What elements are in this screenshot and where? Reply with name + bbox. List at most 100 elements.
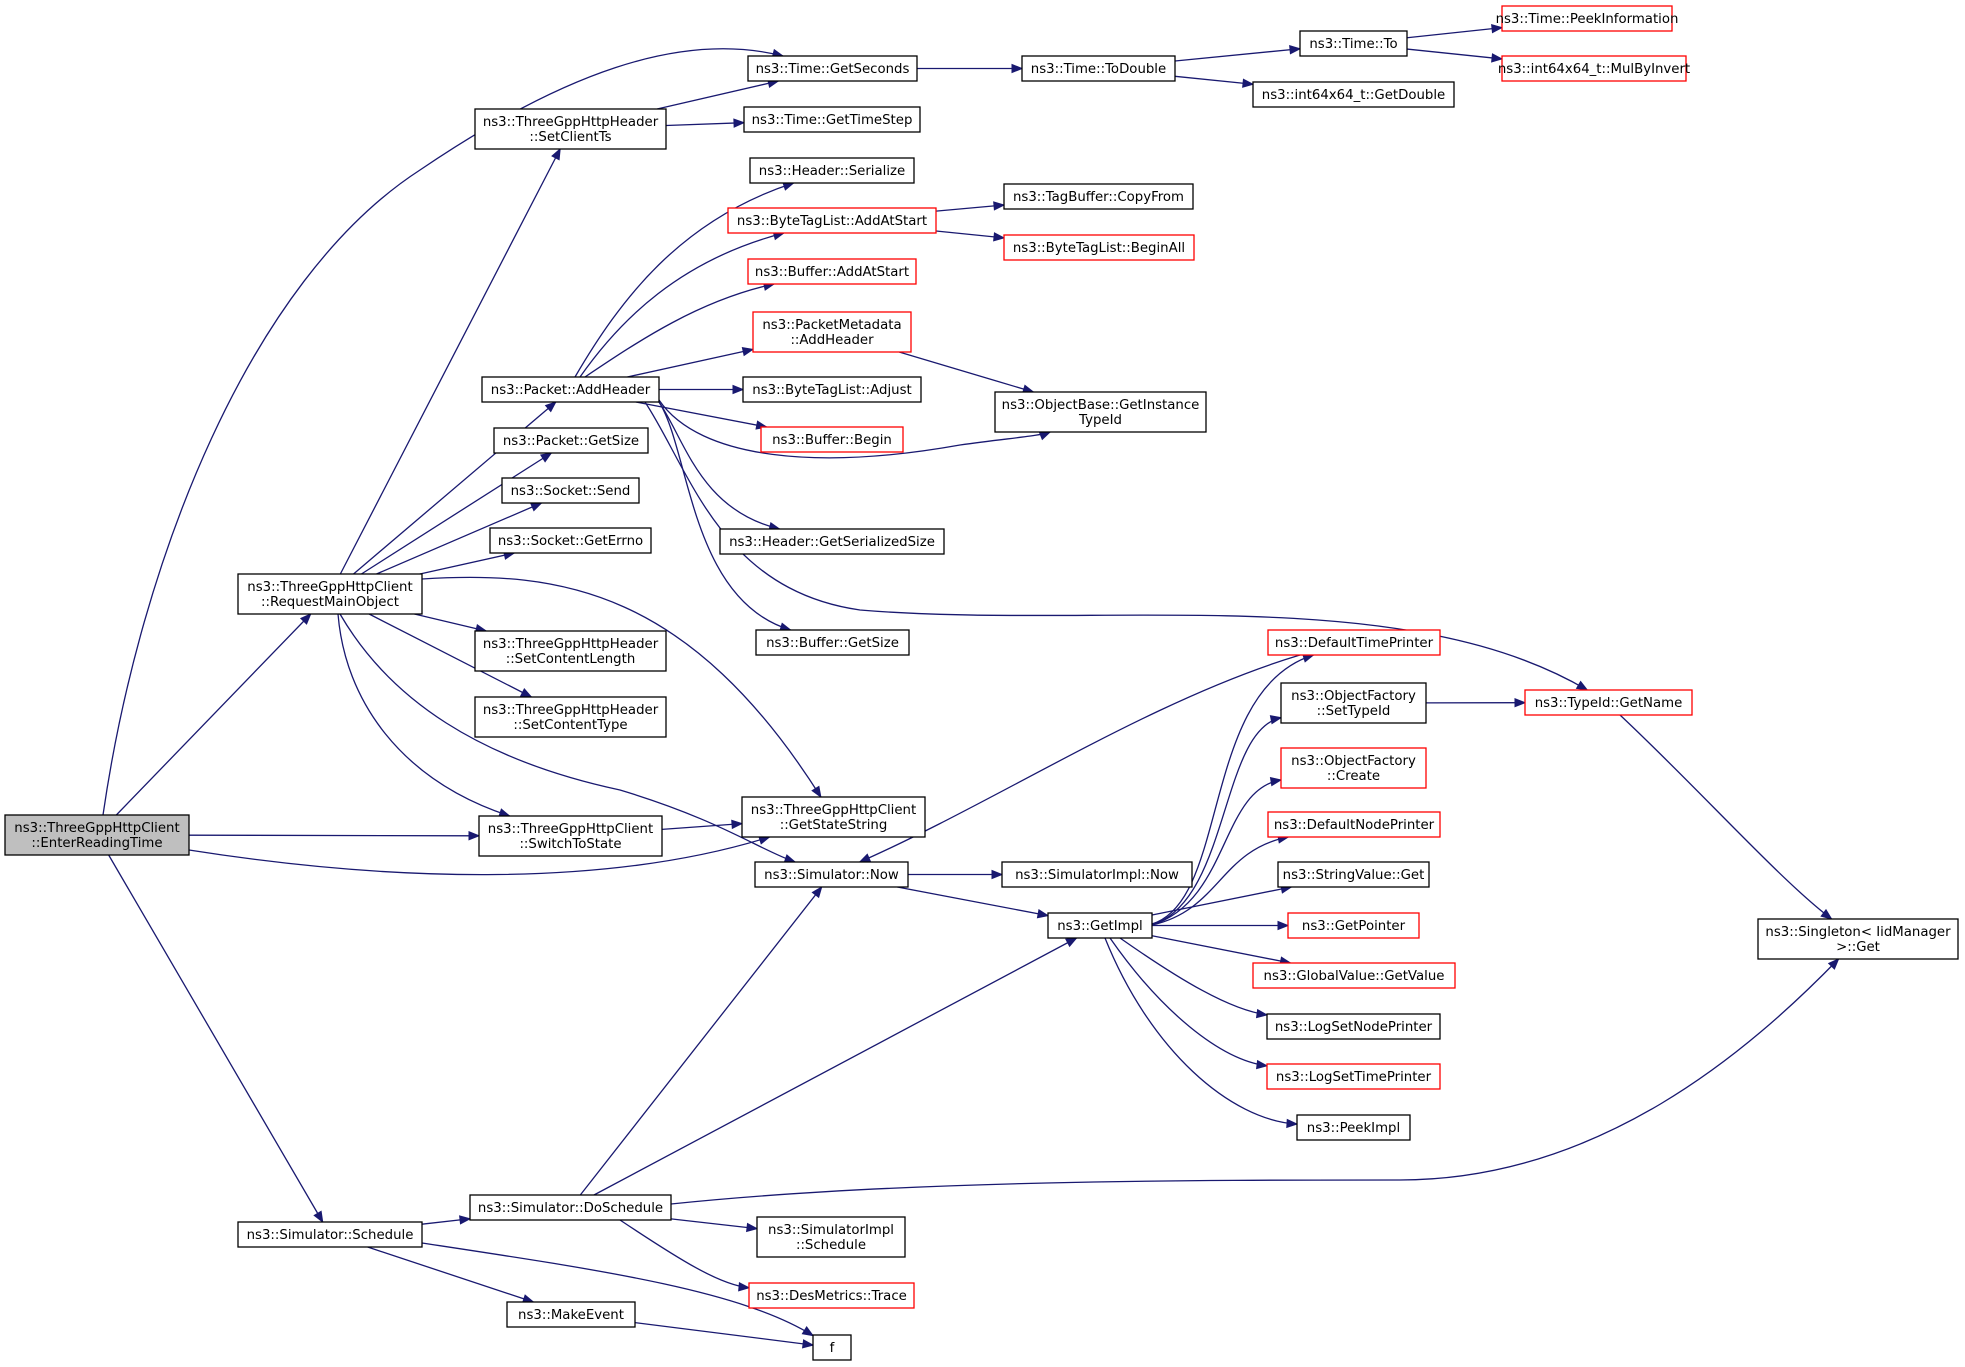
node-getstatestring[interactable]: ns3::ThreeGppHttpClient::GetStateString <box>741 796 926 838</box>
node-box[interactable] <box>481 376 660 403</box>
node-getpointer[interactable]: ns3::GetPointer <box>1287 912 1420 939</box>
node-globalvaluegetvalue[interactable]: ns3::GlobalValue::GetValue <box>1252 962 1456 989</box>
node-f[interactable]: f <box>812 1334 852 1361</box>
node-bytetaglistadjust[interactable]: ns3::ByteTagList::Adjust <box>742 376 922 403</box>
node-timeto[interactable]: ns3::Time::To <box>1299 30 1408 57</box>
node-box[interactable] <box>752 311 912 353</box>
node-box[interactable] <box>1524 689 1693 716</box>
node-buffergetsize[interactable]: ns3::Buffer::GetSize <box>755 629 910 656</box>
node-box[interactable] <box>1003 234 1195 261</box>
node-box[interactable] <box>994 391 1207 433</box>
node-bufferaddatstart[interactable]: ns3::Buffer::AddAtStart <box>747 258 917 285</box>
node-box[interactable] <box>237 573 423 615</box>
node-box[interactable] <box>478 815 663 857</box>
node-box[interactable] <box>747 258 917 285</box>
node-box[interactable] <box>756 1216 906 1258</box>
node-box[interactable] <box>1280 682 1427 724</box>
node-desmetricstrace[interactable]: ns3::DesMetrics::Trace <box>748 1282 915 1309</box>
node-box[interactable] <box>742 376 922 403</box>
node-box[interactable] <box>755 629 910 656</box>
node-typeidgetname[interactable]: ns3::TypeId::GetName <box>1524 689 1693 716</box>
node-box[interactable] <box>743 106 921 133</box>
node-box[interactable] <box>474 696 667 738</box>
node-box[interactable] <box>474 108 667 150</box>
node-logsettimeprinter[interactable]: ns3::LogSetTimePrinter <box>1266 1063 1441 1090</box>
node-box[interactable] <box>1266 1013 1441 1040</box>
node-todouble[interactable]: ns3::Time::ToDouble <box>1021 55 1176 82</box>
node-socketsend[interactable]: ns3::Socket::Send <box>501 477 640 504</box>
node-box[interactable] <box>1267 629 1441 656</box>
node-box[interactable] <box>1277 861 1430 888</box>
node-enterreadingtime[interactable]: ns3::ThreeGppHttpClient::EnterReadingTim… <box>4 814 190 856</box>
node-box[interactable] <box>1047 912 1153 939</box>
node-bytetaglistbeginall[interactable]: ns3::ByteTagList::BeginAll <box>1003 234 1195 261</box>
node-box[interactable] <box>506 1301 636 1328</box>
node-logsetnodeprinter[interactable]: ns3::LogSetNodePrinter <box>1266 1013 1441 1040</box>
node-box[interactable] <box>754 861 909 888</box>
node-peekinformation[interactable]: ns3::Time::PeekInformation <box>1496 5 1679 32</box>
node-box[interactable] <box>1021 55 1176 82</box>
node-box[interactable] <box>1252 962 1456 989</box>
node-getdouble[interactable]: ns3::int64x64_t::GetDouble <box>1252 81 1455 108</box>
node-objectfactorysettypeid[interactable]: ns3::ObjectFactory::SetTypeId <box>1280 682 1427 724</box>
node-setcontenttype[interactable]: ns3::ThreeGppHttpHeader::SetContentType <box>474 696 667 738</box>
node-peekimpl[interactable]: ns3::PeekImpl <box>1296 1114 1411 1141</box>
node-box[interactable] <box>1501 55 1687 82</box>
node-packetaddheader[interactable]: ns3::Packet::AddHeader <box>481 376 660 403</box>
node-box[interactable] <box>1003 183 1194 210</box>
node-requestmainobject[interactable]: ns3::ThreeGppHttpClient::RequestMainObje… <box>237 573 423 615</box>
node-box[interactable] <box>760 426 904 453</box>
node-box[interactable] <box>493 427 649 454</box>
node-getseconds[interactable]: ns3::Time::GetSeconds <box>747 55 918 82</box>
node-mulbyinvert[interactable]: ns3::int64x64_t::MulByInvert <box>1498 55 1690 82</box>
node-box[interactable] <box>469 1194 672 1221</box>
node-simulatornow[interactable]: ns3::Simulator::Now <box>754 861 909 888</box>
node-box[interactable] <box>727 207 937 234</box>
node-makeevent[interactable]: ns3::MakeEvent <box>506 1301 636 1328</box>
node-bytetaglistaddatstart[interactable]: ns3::ByteTagList::AddAtStart <box>727 207 937 234</box>
node-getimpl[interactable]: ns3::GetImpl <box>1047 912 1153 939</box>
node-box[interactable] <box>749 157 915 184</box>
node-switchtostate[interactable]: ns3::ThreeGppHttpClient::SwitchToState <box>478 815 663 857</box>
node-stringvalueget[interactable]: ns3::StringValue::Get <box>1277 861 1430 888</box>
node-box[interactable] <box>1757 918 1959 960</box>
node-box[interactable] <box>1287 912 1420 939</box>
node-box[interactable] <box>4 814 190 856</box>
node-doschedule[interactable]: ns3::Simulator::DoSchedule <box>469 1194 672 1221</box>
node-bufferbegin[interactable]: ns3::Buffer::Begin <box>760 426 904 453</box>
node-tagbuffercopyfrom[interactable]: ns3::TagBuffer::CopyFrom <box>1003 183 1194 210</box>
node-setcontentlength[interactable]: ns3::ThreeGppHttpHeader::SetContentLengt… <box>474 630 667 672</box>
node-packetgetsize[interactable]: ns3::Packet::GetSize <box>493 427 649 454</box>
node-defaulttimeprinter[interactable]: ns3::DefaultTimePrinter <box>1267 629 1441 656</box>
node-box[interactable] <box>1296 1114 1411 1141</box>
node-box[interactable] <box>474 630 667 672</box>
node-box[interactable] <box>719 528 945 555</box>
node-gettimestep[interactable]: ns3::Time::GetTimeStep <box>743 106 921 133</box>
node-box[interactable] <box>1280 747 1427 789</box>
node-packetmetadataaddheader[interactable]: ns3::PacketMetadata::AddHeader <box>752 311 912 353</box>
node-box[interactable] <box>747 55 918 82</box>
node-box[interactable] <box>1266 1063 1441 1090</box>
node-simulatorschedule[interactable]: ns3::Simulator::Schedule <box>237 1221 423 1248</box>
node-box[interactable] <box>1001 861 1193 888</box>
node-box[interactable] <box>237 1221 423 1248</box>
node-box[interactable] <box>741 796 926 838</box>
node-box[interactable] <box>1299 30 1408 57</box>
node-objectfactorycreate[interactable]: ns3::ObjectFactory::Create <box>1280 747 1427 789</box>
node-headergetserializedsize[interactable]: ns3::Header::GetSerializedSize <box>719 528 945 555</box>
node-box[interactable] <box>1252 81 1455 108</box>
node-box[interactable] <box>501 477 640 504</box>
node-socketgeterrno[interactable]: ns3::Socket::GetErrno <box>489 527 652 554</box>
node-simulatorimplnow[interactable]: ns3::SimulatorImpl::Now <box>1001 861 1193 888</box>
node-setclientts[interactable]: ns3::ThreeGppHttpHeader::SetClientTs <box>474 108 667 150</box>
node-box[interactable] <box>812 1334 852 1361</box>
node-box[interactable] <box>489 527 652 554</box>
node-headerserialize[interactable]: ns3::Header::Serialize <box>749 157 915 184</box>
node-box[interactable] <box>748 1282 915 1309</box>
node-box[interactable] <box>1501 5 1673 32</box>
node-box[interactable] <box>1267 811 1441 838</box>
node-defaultnodeprinter[interactable]: ns3::DefaultNodePrinter <box>1267 811 1441 838</box>
node-simulatorimplschedule[interactable]: ns3::SimulatorImpl::Schedule <box>756 1216 906 1258</box>
node-singletonget[interactable]: ns3::Singleton< IidManager >::Get <box>1757 918 1959 960</box>
